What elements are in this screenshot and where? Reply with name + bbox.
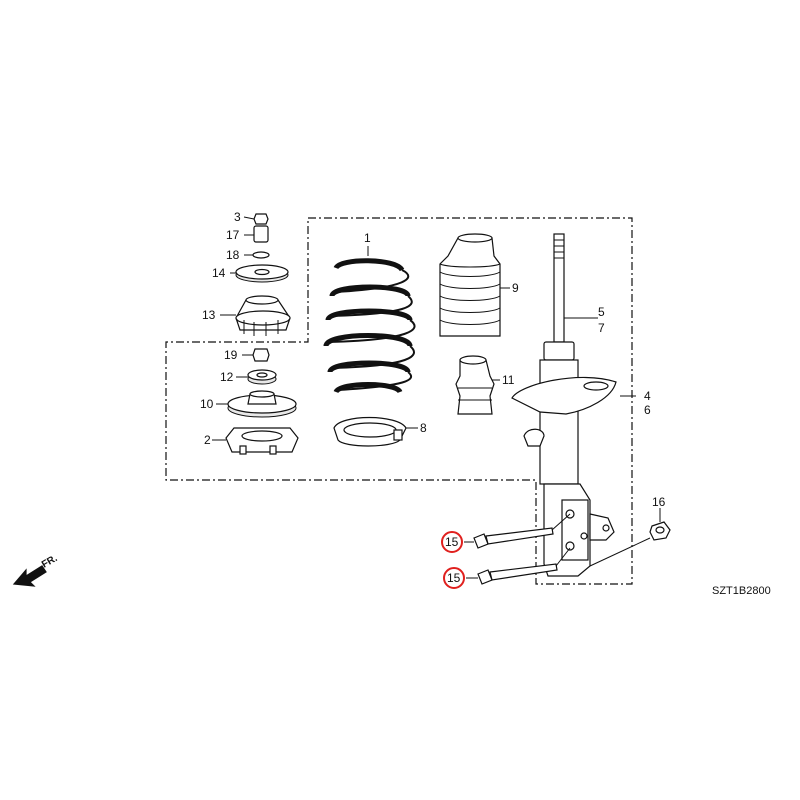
part-insulator-8 — [333, 416, 418, 447]
part-strut-5 — [511, 233, 636, 577]
part-washer-14 — [230, 264, 289, 283]
callout-18: 18 — [226, 248, 240, 262]
part-nut-19 — [242, 348, 270, 362]
callout-15-lower: 15 — [447, 571, 461, 585]
part-spring-seat-2 — [212, 427, 299, 455]
callout-4: 4 — [644, 389, 651, 403]
assembly-boundary — [165, 217, 633, 585]
callout-15-lower-highlight — [443, 567, 465, 589]
callout-6: 6 — [644, 403, 651, 417]
part-nut-3 — [243, 213, 269, 225]
callout-10: 10 — [200, 397, 214, 411]
diagram-code: SZT1B2800 — [712, 585, 771, 597]
front-direction-arrow — [12, 565, 47, 587]
part-bolt-15-upper — [464, 513, 571, 549]
callout-7: 7 — [598, 321, 605, 335]
callout-8: 8 — [420, 421, 427, 435]
callout-12: 12 — [220, 370, 234, 384]
front-label: FR. — [40, 553, 60, 571]
part-washer-18 — [244, 251, 270, 259]
part-bump-stop-11 — [455, 355, 500, 415]
callout-5: 5 — [598, 305, 605, 319]
callout-17: 17 — [226, 228, 240, 242]
part-collar-17 — [244, 225, 269, 243]
callout-2: 2 — [204, 433, 211, 447]
part-mount-rubber-13 — [220, 295, 291, 336]
part-dust-boot-9 — [439, 233, 510, 337]
part-coil-spring-1 — [323, 246, 416, 394]
part-bearing-12 — [236, 369, 277, 385]
callout-14: 14 — [212, 266, 226, 280]
part-bolt-15-lower — [466, 547, 571, 585]
callout-15-upper-highlight — [441, 531, 463, 553]
callout-1: 1 — [364, 231, 371, 245]
callout-19: 19 — [224, 348, 238, 362]
callout-13: 13 — [202, 308, 216, 322]
callout-15-upper: 15 — [445, 535, 459, 549]
callout-9: 9 — [512, 281, 519, 295]
part-mount-plate-10 — [216, 390, 297, 418]
callout-16: 16 — [652, 495, 666, 509]
callout-11: 11 — [502, 373, 515, 387]
part-nut-16 — [589, 508, 671, 567]
callout-3: 3 — [234, 210, 241, 224]
